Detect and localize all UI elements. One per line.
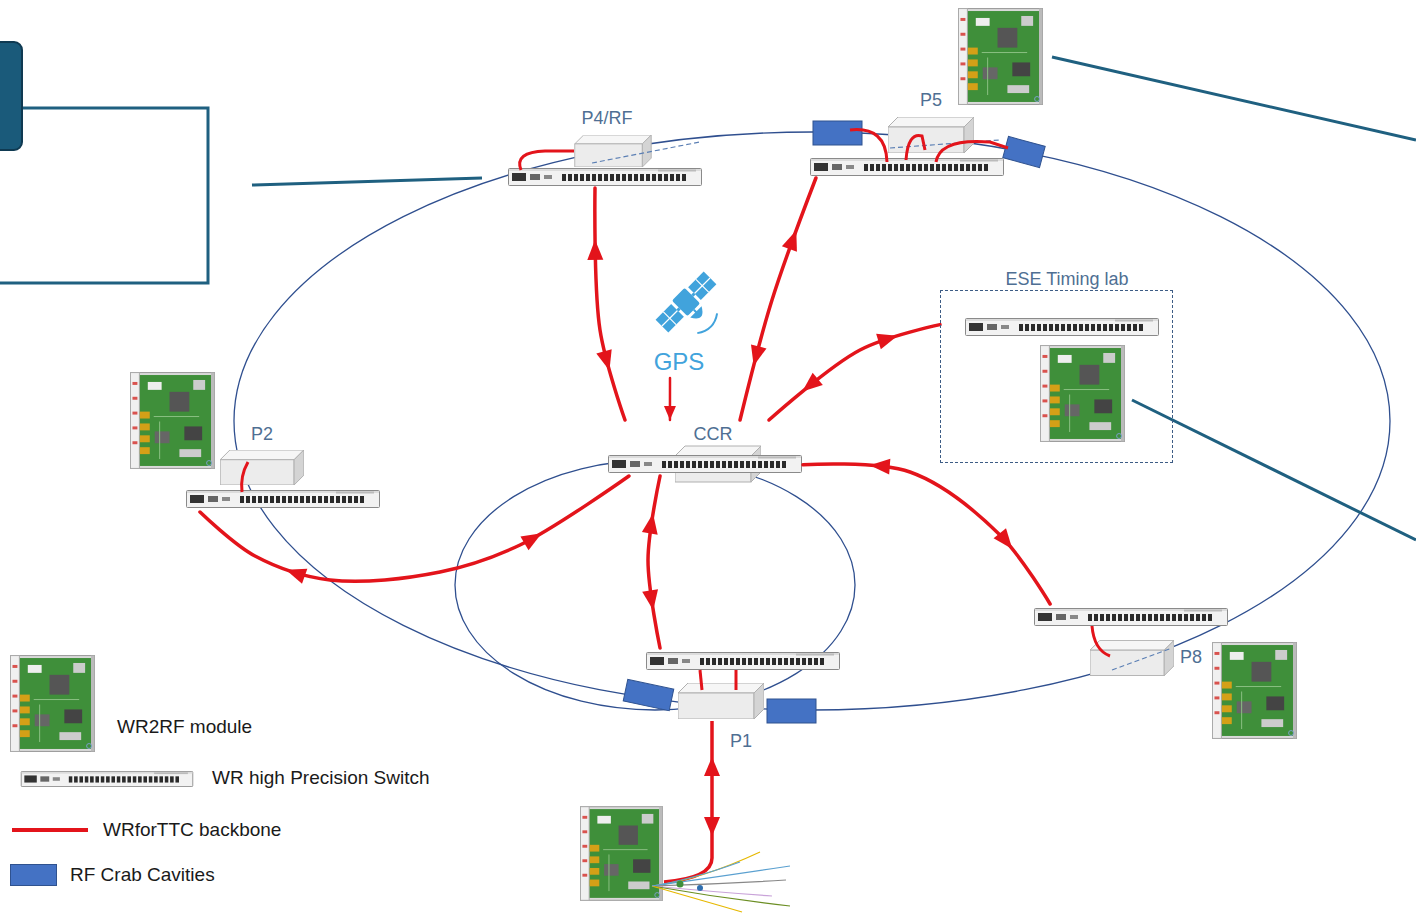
wr2rf-module <box>958 9 1042 105</box>
backbone-link <box>740 178 816 420</box>
lhc-ring <box>234 132 1390 710</box>
backbone-link <box>769 325 940 420</box>
satellite-icon <box>654 270 735 351</box>
site-switch: P4/RF <box>505 106 705 188</box>
wr-switch <box>966 319 1159 336</box>
crab-cavity <box>813 121 862 145</box>
backbone-line <box>648 476 660 648</box>
backbone-link <box>642 476 660 648</box>
backbone-line <box>595 188 625 420</box>
callout-box <box>0 42 22 150</box>
arrowhead <box>751 344 766 365</box>
module-link <box>664 721 720 882</box>
legend-entry: WR high Precision Switch <box>212 766 430 790</box>
sps-ring <box>455 460 855 710</box>
backbone-line <box>740 178 816 420</box>
legend-text: WR2RF module <box>117 715 252 739</box>
wr-switch <box>609 456 802 473</box>
legend-entry: WRforTTC backbone <box>103 818 281 842</box>
wr-switch <box>509 169 702 186</box>
crab-cavity <box>623 679 674 710</box>
beam-line <box>1112 648 1172 670</box>
legend-entry: RF Crab Cavities <box>70 863 215 887</box>
site-label: P5 <box>918 89 944 111</box>
arrowhead <box>642 589 658 610</box>
wr2rf-module <box>580 807 662 901</box>
arrowhead <box>802 373 823 392</box>
callout-bracket <box>0 108 208 283</box>
arrowhead <box>782 230 797 252</box>
arrowhead <box>596 349 611 370</box>
backbone-line <box>200 476 629 581</box>
site-label: P1 <box>728 730 754 752</box>
wr-switch <box>187 491 380 508</box>
crab-cavity <box>1003 136 1045 167</box>
site-label: GPS <box>652 348 707 376</box>
site-switch: P2 <box>183 422 383 512</box>
wr-switch <box>811 159 1004 176</box>
fibre-bundle <box>652 852 790 912</box>
arrowhead <box>664 406 676 420</box>
backbone-line <box>803 464 1050 604</box>
site-label: P2 <box>249 423 275 445</box>
site-label: P4/RF <box>579 107 634 129</box>
site-label: P8 <box>1178 646 1204 668</box>
central-switch: CCR <box>605 420 803 476</box>
lab-frame: ESE Timing lab <box>940 290 1173 463</box>
leader-line <box>1052 57 1416 140</box>
gps-source: GPS <box>640 262 720 378</box>
arrowhead <box>642 514 658 535</box>
site-switch: P5 <box>808 88 1006 178</box>
wr2rf-module <box>1212 643 1296 739</box>
arrowhead <box>870 459 891 475</box>
site-switch: P8 <box>1030 604 1235 672</box>
arrowhead <box>587 240 603 260</box>
legend-text: WR high Precision Switch <box>212 766 430 790</box>
legend-text: RF Crab Cavities <box>70 863 215 887</box>
backbone-link <box>200 476 629 584</box>
arrowhead <box>520 533 541 550</box>
site-label: CCR <box>692 423 735 445</box>
legend-swatch <box>10 864 57 886</box>
site-label: ESE Timing lab <box>1003 268 1130 290</box>
wr2rf-module <box>130 373 214 469</box>
equipment-box <box>1090 640 1174 675</box>
beam-line <box>592 142 700 163</box>
wr-switch <box>647 653 840 670</box>
leader-line <box>1132 400 1416 540</box>
backbone-link <box>803 459 1050 604</box>
legend-switch-sample <box>21 771 193 786</box>
equipment-box <box>678 683 764 719</box>
legend-text: WRforTTC backbone <box>103 818 281 842</box>
crab-cavity <box>767 699 816 723</box>
legend-entry: WR2RF module <box>117 715 252 739</box>
arrowhead <box>286 569 308 584</box>
leader-line <box>252 178 482 185</box>
equipment-box <box>575 135 651 167</box>
local-wires <box>242 130 1110 690</box>
arrowhead <box>994 528 1013 549</box>
arrowhead <box>876 334 897 349</box>
legend-module-sample <box>10 656 94 752</box>
legend-line-sample <box>12 828 88 832</box>
wr2rf-module <box>1040 346 1124 442</box>
backbone-link <box>664 378 676 420</box>
wr-switch <box>1035 609 1228 626</box>
backbone-line <box>769 325 940 420</box>
equipment-box <box>220 450 304 485</box>
backbone-link <box>587 188 625 420</box>
site-switch: P1 <box>643 648 841 754</box>
